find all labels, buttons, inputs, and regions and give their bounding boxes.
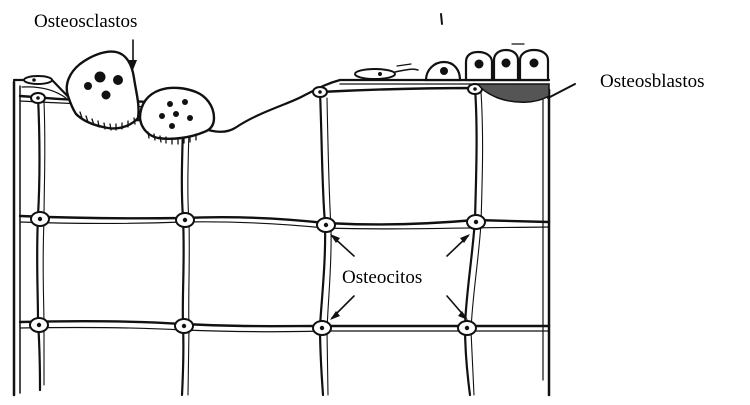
osteoclast — [67, 52, 139, 130]
osteoclastos-label: Osteosclastos — [34, 12, 137, 31]
stray-mark — [441, 14, 442, 24]
osteoblast-cells — [426, 44, 549, 102]
osteocyte — [175, 319, 193, 333]
osteoclast-cells — [67, 52, 214, 144]
osteoblastos-label: Osteosblastos — [600, 72, 705, 91]
osteoblast — [494, 50, 518, 80]
osteocyte — [467, 215, 485, 229]
bone-outline — [14, 80, 549, 395]
osteocyte — [176, 213, 194, 227]
osteoblast — [520, 50, 548, 80]
osteocitos-label: Osteocitos — [338, 268, 426, 287]
osteocyte — [458, 321, 476, 335]
osteocitos-arrow — [330, 234, 354, 256]
osteocyte — [313, 87, 327, 97]
osteocyte — [30, 318, 48, 332]
osteocyte — [313, 321, 331, 335]
osteocyte — [317, 218, 335, 232]
osteocitos-arrow — [447, 234, 470, 256]
osteoblast — [466, 52, 492, 80]
osteocyte — [31, 93, 45, 103]
canaliculi-vertical — [37, 88, 482, 395]
osteocitos-arrow — [330, 296, 354, 320]
osteoblastos-pointer — [548, 84, 575, 98]
osteocyte — [31, 212, 49, 226]
osteoclast — [140, 88, 214, 144]
osteoblast — [426, 62, 460, 80]
osteocitos-arrow — [447, 296, 468, 320]
